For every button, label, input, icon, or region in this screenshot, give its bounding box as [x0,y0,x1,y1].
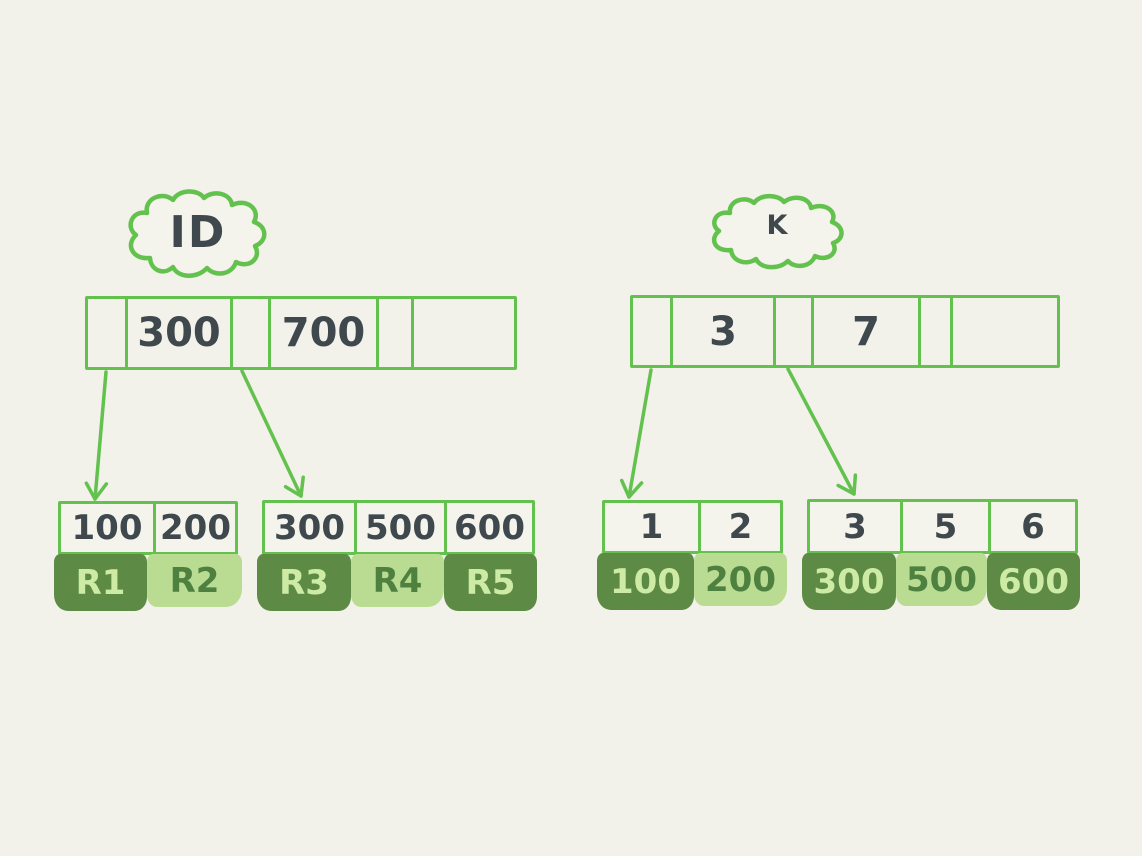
k-root-key-cell: 7 [811,298,918,365]
record-cell: R2 [147,554,242,607]
arrow-k-root-to-leaf1 [619,368,653,499]
leaf-key-cell: 300 [274,507,345,548]
record-cell: 100 [597,553,694,610]
k-root-node: 3 7 [630,295,1060,368]
arrow-id-root-to-leaf2 [240,369,305,498]
id-leaf2-keys: 300 500 600 [262,500,535,555]
record-cell: R3 [257,554,351,611]
leaf-key-cell: 200 [153,504,235,552]
id-leaf-node-2: 300 500 600 R3 R4 R5 [257,500,537,611]
k-leaf1-keys: 1 2 [602,500,783,554]
record-cell: 500 [896,553,987,606]
arrow-id-root-to-leaf1 [84,370,109,501]
leaf-key-cell: 100 [71,508,143,548]
k-cloud-label: K [766,210,790,241]
id-cloud-label: ID [169,207,227,258]
id-root-pointer-cell [88,299,125,367]
id-cloud-shape [128,189,267,278]
k-leaf1-records: 100 200 [597,553,787,610]
k-root-empty-cell [950,298,1057,365]
id-root-empty-cell [411,299,514,367]
leaf-key-cell: 2 [698,503,780,551]
leaf-key-cell: 3 [843,506,867,547]
k-root-pointer-cell [773,298,811,365]
id-root-key-cell: 300 [125,299,230,367]
id-leaf1-records: R1 R2 [54,554,242,611]
id-leaf2-records: R3 R4 R5 [257,554,537,611]
record-cell: 600 [987,553,1080,610]
id-root-pointer-cell [230,299,268,367]
k-leaf2-keys: 3 5 6 [807,499,1078,554]
k-root-pointer-cell [633,298,670,365]
leaf-key-cell: 500 [354,503,444,552]
id-root-key-cell: 700 [268,299,376,367]
leaf-key-cell: 1 [639,507,664,547]
id-root-pointer-cell [376,299,411,367]
record-cell: R4 [351,554,444,607]
leaf-key-cell: 600 [444,503,532,552]
k-leaf2-records: 300 500 600 [802,553,1080,610]
k-root-key-cell: 3 [670,298,773,365]
leaf-key-cell: 5 [900,502,988,551]
id-leaf1-keys: 100 200 [58,501,238,555]
k-leaf-node-2: 3 5 6 300 500 600 [802,499,1080,610]
record-cell: 200 [694,553,787,606]
record-cell: R1 [54,554,147,611]
k-cloud-shape [711,193,844,270]
arrow-k-root-to-leaf2 [786,367,858,496]
k-leaf-node-1: 1 2 100 200 [597,500,787,610]
id-leaf-node-1: 100 200 R1 R2 [54,501,242,611]
leaf-key-cell: 6 [988,502,1075,551]
record-cell: R5 [444,554,537,611]
record-cell: 300 [802,553,896,610]
id-root-node: 300 700 [85,296,517,370]
k-root-pointer-cell [918,298,950,365]
